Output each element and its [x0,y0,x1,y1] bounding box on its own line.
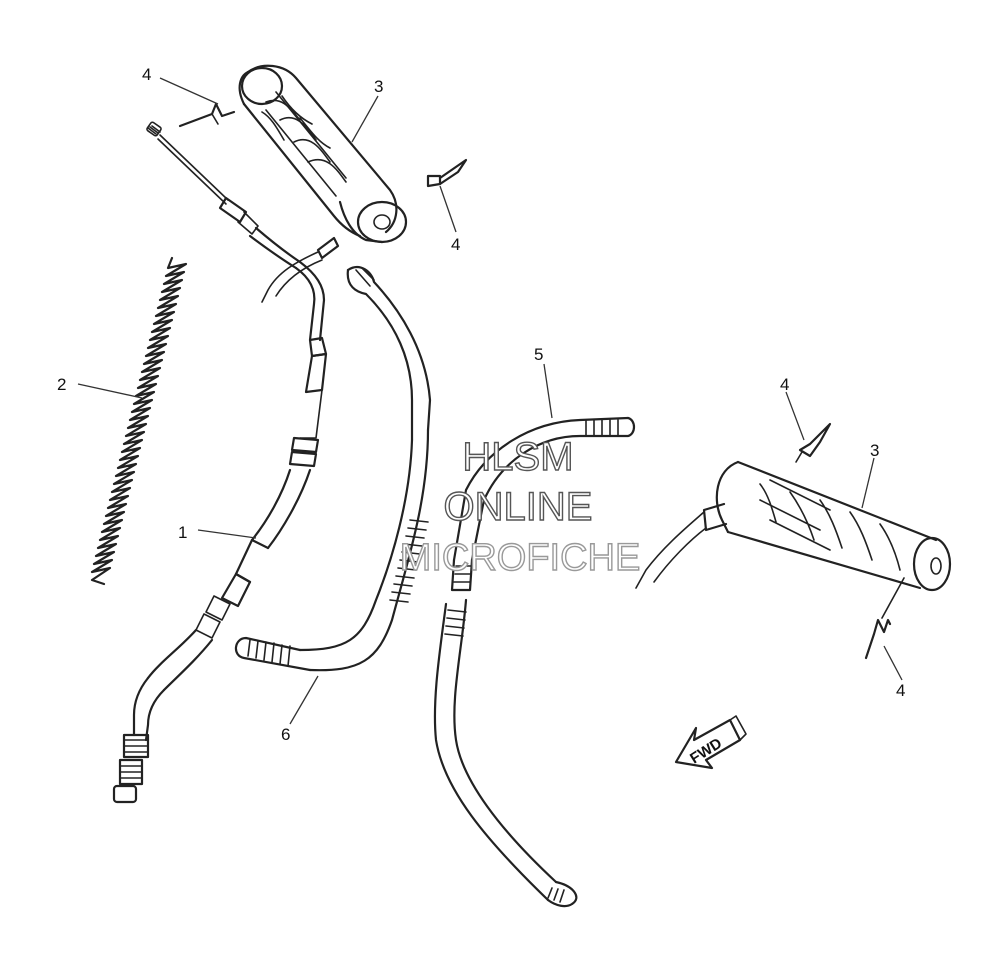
rivet-right-bottom-part-4 [864,577,905,660]
watermark-line-3: MICROFICHE [400,537,641,579]
rivet-right-top-part-4 [795,422,832,463]
cable-part-1 [112,121,328,804]
rivet-top-right-part-4 [426,158,468,188]
callout-4c: 4 [780,375,789,394]
spring-part-2 [90,256,188,586]
callout-4b: 4 [451,235,460,254]
callout-1: 1 [178,523,187,542]
callout-2: 2 [57,375,66,394]
callout-4a: 4 [142,65,151,84]
grip-right-part-3 [635,460,952,592]
watermark: HLSM ONLINE MICROFICHE [399,434,641,579]
fwd-label: FWD [687,735,725,768]
watermark-line-1: HLSM [462,435,573,479]
rivet-top-left-part-4 [178,102,236,128]
callout-6: 6 [281,725,290,744]
callout-5: 5 [534,345,543,364]
callout-4d: 4 [896,681,905,700]
callout-3a: 3 [374,77,383,96]
grip-top-part-3 [238,64,408,303]
cable-part-6 [234,266,432,672]
leader-lines [77,77,903,725]
cable-part-5 [433,416,636,908]
callout-3b: 3 [870,441,879,460]
fwd-arrow-icon: FWD [674,715,747,770]
watermark-line-2: ONLINE [444,485,593,529]
